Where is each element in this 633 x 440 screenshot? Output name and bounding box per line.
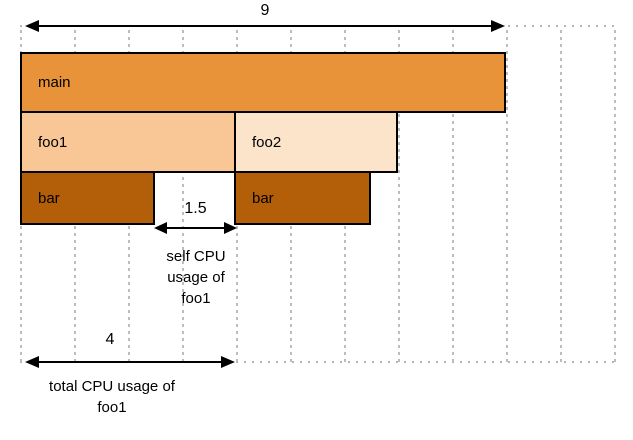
self-cpu-caption-line-2: usage of <box>167 269 225 286</box>
self-cpu-caption-line-1: self CPU <box>166 248 226 265</box>
self-cpu-caption: self CPU usage of foo1 <box>121 246 271 309</box>
grid-line <box>398 30 400 362</box>
frame-main-label: main <box>38 74 71 91</box>
total-cpu-caption-line-1: total CPU usage of <box>49 378 175 395</box>
total-width-arrow-icon <box>25 20 505 32</box>
total-width-value: 9 <box>260 2 270 19</box>
grid-line <box>614 30 616 362</box>
frame-bar-left: bar <box>20 171 155 225</box>
total-cpu-arrow-icon <box>25 356 235 368</box>
frame-main: main <box>20 52 506 113</box>
grid-line <box>506 30 508 362</box>
frame-foo2: foo2 <box>234 111 398 173</box>
frame-bar-right: bar <box>234 171 371 225</box>
self-cpu-arrow-icon <box>154 222 237 234</box>
frame-foo2-label: foo2 <box>252 133 282 151</box>
grid-line <box>560 30 562 362</box>
self-cpu-value: 1.5 <box>184 200 207 217</box>
total-cpu-caption: total CPU usage of foo1 <box>12 376 212 418</box>
total-cpu-caption-line-2: foo1 <box>97 399 127 416</box>
grid-line <box>452 30 454 362</box>
frame-foo1-label: foo1 <box>38 133 68 151</box>
grid-line <box>182 30 184 362</box>
frame-bar-right-label: bar <box>252 189 274 207</box>
grid-dotted-line-bottom <box>20 361 616 363</box>
total-cpu-value: 4 <box>105 331 115 348</box>
frame-foo1: foo1 <box>20 111 236 173</box>
self-cpu-caption-line-3: foo1 <box>181 290 211 307</box>
frame-bar-left-label: bar <box>38 189 60 207</box>
